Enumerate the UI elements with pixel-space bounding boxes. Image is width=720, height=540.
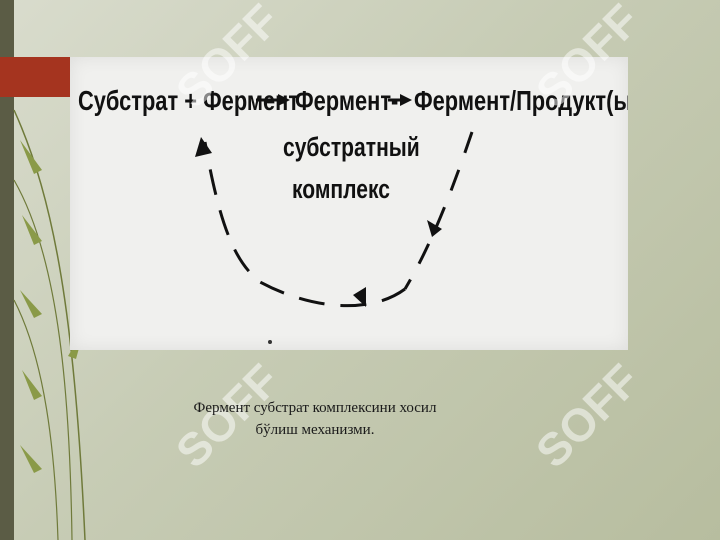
substrate-enzyme-label: Субстрат + Фермент xyxy=(78,85,300,116)
caption-line2: бўлиш механизми. xyxy=(255,422,375,438)
left-accent-bar xyxy=(0,0,14,540)
diagram-caption: Фермент субстрат комплексини хосил бўлиш… xyxy=(190,397,440,441)
caption-line1: Фермент субстрат комплексини хосил xyxy=(193,400,437,416)
complex-label-line3: комплекс xyxy=(292,174,390,204)
watermark: SOFF xyxy=(525,353,650,478)
complex-label-line1: Фермент- xyxy=(295,85,399,116)
products-label: Фермент/Продукт(ы) xyxy=(414,85,628,116)
reaction-arrows xyxy=(195,94,474,344)
complex-label-line2: субстратный xyxy=(283,132,420,162)
diagram-image: Субстрат + Фермент Фермент- субстратный … xyxy=(70,57,628,350)
